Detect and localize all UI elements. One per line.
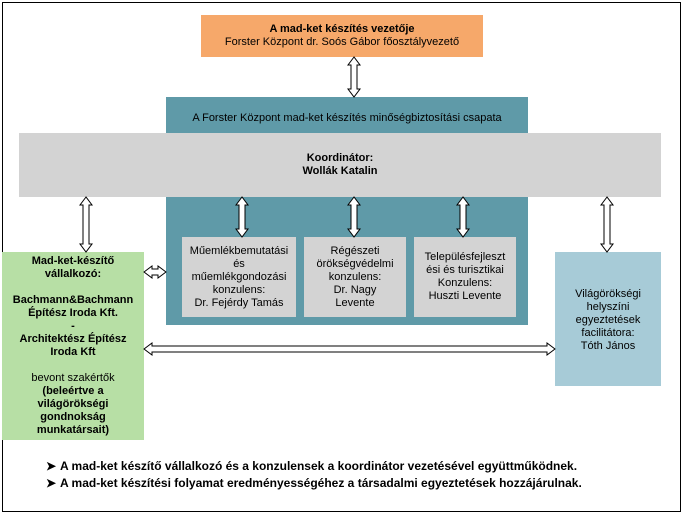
contractor-line: Architektész Építész bbox=[19, 333, 127, 345]
contractor-box: Mad-ket-készítő vállalkozó: Bachmann&Bac… bbox=[2, 252, 144, 440]
contractor-line: gondnokság bbox=[40, 411, 106, 423]
consultant-box-archaeology: Régészeti örökségvédelmi konzulens: Dr. … bbox=[304, 237, 406, 317]
consultant-line: konzulens: bbox=[328, 270, 382, 283]
facilitator-line: Tóth János bbox=[580, 340, 636, 352]
facilitator-box: Világörökségi helyszíni egyeztetések fac… bbox=[555, 252, 661, 386]
consultant-line: konzulens: bbox=[212, 283, 266, 296]
contractor-line: Építész Iroda Kft. bbox=[28, 307, 118, 319]
double-arrow-leader-qa bbox=[347, 56, 361, 98]
leader-title: A mad-ket készítés vezetője bbox=[269, 23, 415, 35]
consultant-line: és bbox=[233, 257, 245, 270]
double-arrow-coordinator-consultant-1 bbox=[235, 196, 249, 238]
consultant-line: Műemlékbemutatási bbox=[189, 244, 289, 257]
coordinator-role: Koordinátor: bbox=[306, 152, 374, 164]
qa-team-box: A Forster Központ mad-ket készítés minős… bbox=[166, 97, 528, 133]
facilitator-line: Világörökségi bbox=[575, 288, 641, 300]
consultant-box-development: Településfejleszt ési és turisztikai Kon… bbox=[414, 237, 516, 317]
double-arrow-coordinator-facilitator bbox=[600, 196, 614, 253]
consultant-line: Dr. Nagy bbox=[333, 283, 377, 296]
summary-bullets: ➤ A mad-ket készítő vállalkozó és a konz… bbox=[46, 458, 582, 492]
contractor-line: Bachmann&Bachmann bbox=[12, 294, 134, 306]
bullet-arrow-icon: ➤ bbox=[46, 459, 57, 473]
leader-box: A mad-ket készítés vezetője Forster Közp… bbox=[201, 15, 483, 57]
contractor-line: - bbox=[71, 320, 75, 332]
double-arrow-contractor-team bbox=[143, 265, 167, 279]
contractor-line: világörökségi bbox=[37, 398, 109, 410]
consultant-line: örökségvédelmi bbox=[316, 257, 394, 270]
consultant-line: műemlékgondozási bbox=[191, 270, 287, 283]
double-arrow-contractor-facilitator bbox=[143, 342, 556, 356]
consultant-box-monument: Műemlékbemutatási és műemlékgondozási ko… bbox=[182, 237, 296, 317]
contractor-line: bevont szakértők bbox=[31, 372, 115, 384]
facilitator-line: facilitátora: bbox=[581, 327, 635, 339]
contractor-line: vállalkozó: bbox=[44, 268, 102, 280]
consultant-line: Levente bbox=[335, 296, 375, 309]
bullet-text: A mad-ket készítési folyamat eredményess… bbox=[60, 476, 582, 490]
consultant-line: Konzulens: bbox=[437, 277, 493, 289]
double-arrow-coordinator-consultant-2 bbox=[347, 196, 361, 238]
consultant-line: ési és turisztikai bbox=[426, 264, 504, 276]
consultant-line: Dr. Fejérdy Tamás bbox=[194, 296, 284, 309]
facilitator-line: helyszíni bbox=[586, 301, 630, 313]
leader-subtitle: Forster Központ dr. Soós Gábor főosztály… bbox=[224, 36, 460, 48]
facilitator-line: egyeztetések bbox=[575, 314, 641, 326]
bullet-text: A mad-ket készítő vállalkozó és a konzul… bbox=[60, 459, 578, 473]
contractor-line: Mad-ket-készítő bbox=[31, 255, 115, 267]
consultant-line: Huszti Levente bbox=[428, 290, 502, 302]
double-arrow-coordinator-consultant-3 bbox=[456, 196, 470, 238]
double-arrow-coordinator-contractor bbox=[79, 196, 93, 253]
coordinator-name: Wollák Katalin bbox=[302, 165, 378, 177]
contractor-line: munkatársait) bbox=[36, 424, 110, 436]
bullet-item: ➤ A mad-ket készítési folyamat eredménye… bbox=[46, 475, 582, 492]
bullet-item: ➤ A mad-ket készítő vállalkozó és a konz… bbox=[46, 458, 582, 475]
contractor-line: (beleértve a bbox=[42, 385, 104, 397]
consultant-line: Településfejleszt bbox=[424, 251, 506, 263]
bullet-arrow-icon: ➤ bbox=[46, 476, 57, 490]
contractor-line: Iroda Kft bbox=[50, 346, 96, 358]
coordinator-box: Koordinátor: Wollák Katalin bbox=[19, 133, 661, 197]
qa-team-title: A Forster Központ mad-ket készítés minős… bbox=[192, 111, 502, 124]
consultant-line: Régészeti bbox=[330, 244, 380, 257]
